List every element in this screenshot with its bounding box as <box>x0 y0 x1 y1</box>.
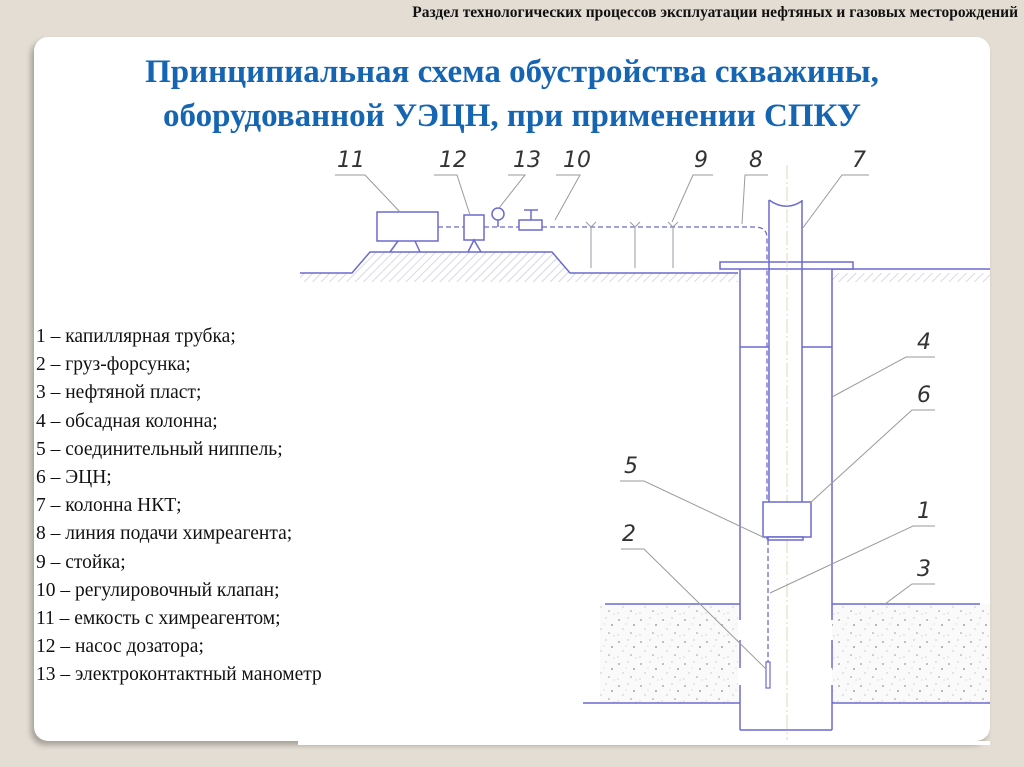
legend-list: 1 – капиллярная трубка; 2 – груз-форсунк… <box>36 323 322 690</box>
slide-title: Принципиальная схема обустройства скважи… <box>34 50 990 138</box>
legend-item: 11 – емкость с химреагентом; <box>36 608 281 630</box>
legend-item: 13 – электроконтактный манометр <box>36 664 322 686</box>
diagram-image-bottom-edge <box>298 741 990 745</box>
legend-item: 10 – регулировочный клапан; <box>36 579 280 601</box>
legend-item: 1 – капиллярная трубка; <box>36 326 236 347</box>
legend-item: 2 – груз-форсунка; <box>36 354 191 376</box>
legend-item: 9 – стойка; <box>36 551 126 573</box>
legend-item: 4 – обсадная колонна; <box>36 410 218 432</box>
legend-item: 8 – линия подачи химреагента; <box>36 523 293 545</box>
section-label: Раздел технологических процессов эксплуа… <box>412 4 1018 21</box>
legend-item: 6 – ЭЦН; <box>36 467 112 489</box>
slide-card <box>34 37 990 741</box>
legend-item: 12 – насос дозатора; <box>36 636 204 658</box>
legend-item: 5 – соединительный ниппель; <box>36 438 283 460</box>
legend-item: 3 – нефтяной пласт; <box>36 382 202 404</box>
legend-item: 7 – колонна НКТ; <box>36 495 182 517</box>
header-bar: Раздел технологических процессов эксплуа… <box>0 0 1024 34</box>
slide-title-line-1: Принципиальная схема обустройства скважи… <box>145 54 879 90</box>
slide-title-line-2: оборудованной УЭЦН, при применении СПКУ <box>163 98 861 134</box>
